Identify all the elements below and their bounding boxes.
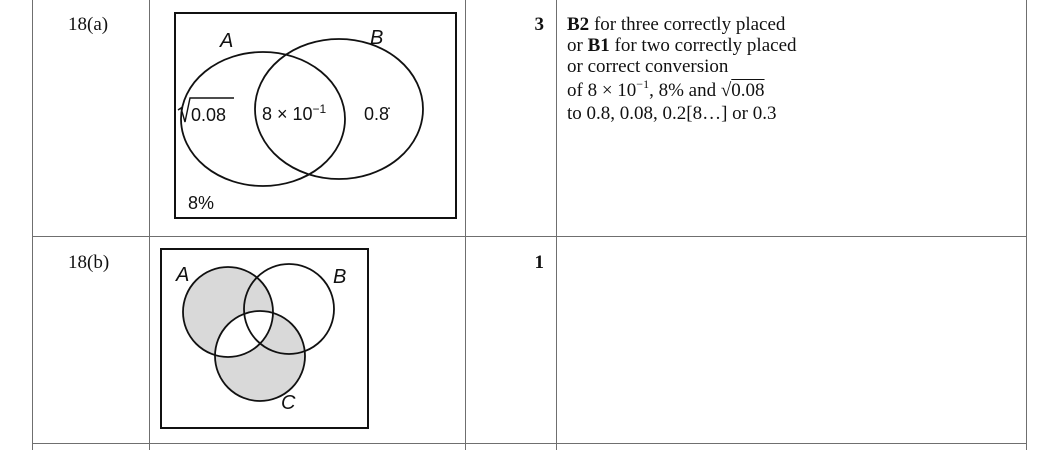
set-b-label: B: [370, 27, 383, 49]
set-c-circle: [214, 310, 306, 402]
right-only-value: 0.8̇: [364, 104, 390, 124]
intersection-value: 8 × 10−1: [262, 102, 327, 124]
set-a-label: A: [219, 30, 233, 52]
table-bottom-border: [32, 443, 1027, 444]
column-divider-answer: [465, 0, 466, 450]
guidance-text: for two correctly placed: [609, 35, 797, 56]
mark-value: 1: [534, 252, 545, 273]
mark-value: 3: [534, 14, 545, 35]
table-border-left: [32, 0, 33, 450]
mark-code: B1: [587, 35, 610, 56]
guidance-line: or B1 for two correctly placed: [567, 35, 1007, 56]
guidance-text: or: [567, 35, 588, 56]
row-divider: [32, 236, 1027, 237]
guidance-line: to 0.8, 0.08, 0.2[8…] or 0.3: [567, 103, 777, 124]
set-b-label: B: [333, 266, 346, 288]
set-b-circle: [254, 38, 424, 180]
venn-diagram-three-sets: A B C: [160, 248, 369, 429]
mark-code: B2: [567, 14, 590, 35]
exponent: −1: [636, 77, 650, 91]
guidance-text: for three correctly placed: [589, 14, 786, 35]
set-a-label: A: [175, 264, 189, 286]
table-border-right: [1026, 0, 1027, 450]
guidance-line: B2 for three correctly placed: [567, 14, 1007, 35]
guidance-line: or correct conversion: [567, 56, 729, 77]
left-only-value: 0.08: [191, 105, 226, 125]
guidance-line: of 8 × 10−1, 8% and √0.08: [567, 77, 1007, 103]
outside-value: 8%: [188, 193, 214, 213]
column-divider-question: [149, 0, 150, 450]
column-divider-mark: [556, 0, 557, 450]
question-number: 18(a): [68, 14, 109, 35]
set-b-circle: [243, 263, 335, 355]
radicand: 0.08: [731, 80, 765, 101]
set-a-circle: [180, 51, 346, 187]
radical-sign: [177, 97, 234, 123]
universal-set-box: [160, 248, 369, 429]
guidance-text: , 8% and: [649, 80, 721, 101]
radical-symbol: √: [720, 80, 732, 101]
universal-set-box: [174, 12, 457, 219]
venn-diagram-two-sets: A B 0.08 8 × 10−1 0.8̇ 8%: [174, 12, 457, 219]
marking-guidance: B2 for three correctly placed or B1 for …: [567, 14, 1007, 124]
question-number: 18(b): [68, 252, 110, 273]
set-c-label: C: [281, 392, 296, 414]
guidance-text: of 8 × 10: [567, 80, 637, 101]
